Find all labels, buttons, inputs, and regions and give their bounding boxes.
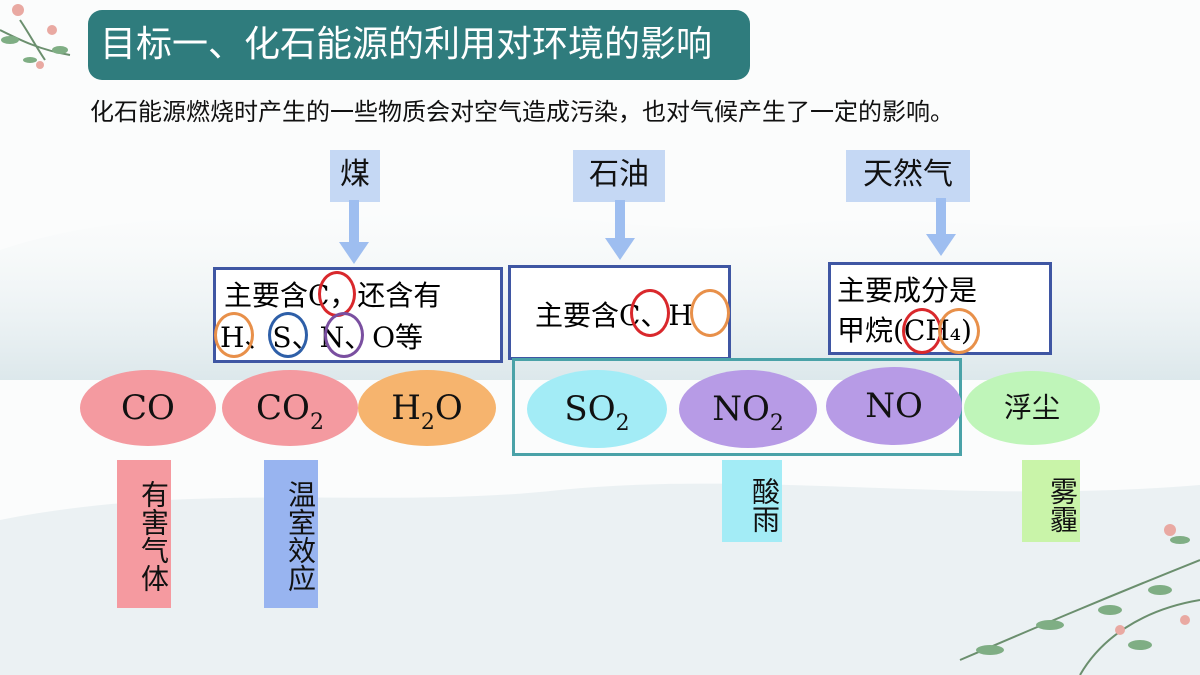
effect-acid-rain: 酸雨 [722, 460, 782, 542]
product-floating-dust: 浮尘 [964, 371, 1100, 445]
product-formula: CO [256, 388, 310, 428]
product-so2: SO2 [527, 370, 667, 448]
gas-composition-line-1: 主要成分是 [837, 274, 978, 307]
product-formula: SO [564, 389, 616, 429]
highlight-circle-h [690, 289, 730, 337]
product-no2: NO2 [679, 370, 817, 448]
highlight-circle-n [324, 312, 364, 358]
source-coal: 煤 [330, 150, 380, 202]
product-formula: CO [121, 388, 175, 428]
effect-haze: 雾霾 [1022, 460, 1080, 542]
product-co2: CO2 [222, 370, 358, 446]
highlight-circle-s [268, 312, 308, 358]
effect-harmful-gas: 有害气体 [117, 460, 171, 608]
arrow-down-icon [926, 198, 956, 256]
formula-subscript: 2 [420, 410, 435, 435]
intro-text: 化石能源燃烧时产生的一些物质会对空气造成污染，也对气候产生了一定的影响。 [90, 98, 954, 126]
product-formula: NO [712, 389, 770, 429]
product-formula: H [391, 388, 421, 428]
product-h2o: H2O [358, 370, 496, 446]
formula-subscript: 2 [309, 410, 324, 435]
highlight-circle-c [318, 271, 356, 317]
arrow-down-icon [339, 200, 369, 264]
product-co: CO [80, 370, 216, 446]
product-no: NO [826, 367, 962, 445]
formula-subscript: 2 [615, 411, 630, 436]
product-formula: 浮尘 [1003, 391, 1060, 424]
highlight-circle-c [630, 289, 670, 337]
effect-greenhouse: 温室效应 [264, 460, 318, 608]
highlight-circle-h4 [938, 308, 980, 354]
arrow-down-icon [605, 200, 635, 260]
source-natural-gas: 天然气 [846, 150, 970, 202]
source-oil: 石油 [573, 150, 665, 202]
highlight-circle-h [214, 312, 254, 358]
formula-tail: O [434, 388, 463, 428]
highlight-circle-c [902, 308, 942, 354]
formula-subscript: 2 [769, 411, 784, 436]
page-title: 目标一、化石能源的利用对环境的影响 [88, 10, 750, 80]
product-formula: NO [865, 386, 923, 426]
